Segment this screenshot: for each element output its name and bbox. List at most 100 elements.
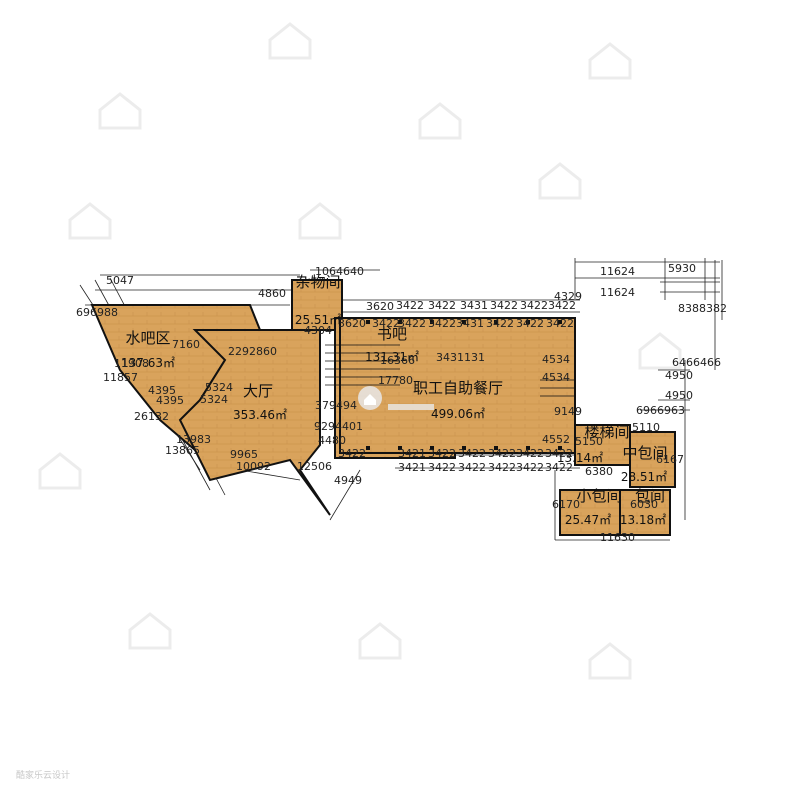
room-dining-floor — [339, 317, 576, 454]
dim-label: 11624 — [600, 286, 635, 299]
dim-label: 5324 — [200, 393, 228, 406]
house-logo-watermark-icon — [38, 452, 82, 490]
dim-label: 3422 — [396, 299, 424, 312]
dim-label: 6380 — [585, 465, 613, 478]
dim-label: 5324 — [205, 381, 233, 394]
house-logo-watermark-icon — [638, 332, 682, 370]
dim-label: 2292860 — [228, 345, 277, 358]
dim-label: 11857 — [103, 371, 138, 384]
dim-label: 4480 — [318, 434, 346, 447]
room-private-b-area: 25.47㎡ — [565, 513, 611, 527]
dim-label: 13983 — [176, 433, 211, 446]
dim-label: 4534 — [542, 371, 570, 384]
room-storage-area: 25.51㎡ — [295, 313, 341, 327]
dim-label: 16366 — [380, 354, 415, 367]
house-logo-watermark-icon — [538, 162, 582, 200]
dim-label: 4395 — [156, 394, 184, 407]
dim-label: 3620 — [366, 300, 394, 313]
dim-label: 11624 — [600, 265, 635, 278]
dim-label: 26132 — [134, 410, 169, 423]
dim-label: 6167 — [656, 453, 684, 466]
dim-label: 4552 — [542, 433, 570, 446]
room-storage-floor — [291, 279, 343, 331]
columns — [366, 320, 562, 450]
room-dining-name: 职工自助餐厅 — [413, 379, 503, 397]
room-private-b-name: 小包间 — [576, 487, 621, 505]
dim-label: 3422 — [516, 317, 544, 330]
room-stairs-floor — [574, 424, 631, 466]
room-water-bar-area: 137.63㎡ — [121, 356, 175, 370]
dim-label: 696988 — [76, 306, 118, 319]
kujiale-logo-icon — [358, 386, 434, 410]
dim-label: 3620 — [338, 317, 366, 330]
house-logo-watermark-icon — [268, 22, 312, 60]
dim-label: 4329 — [554, 290, 582, 303]
house-logo-watermark-icon — [68, 202, 112, 240]
house-logo-watermark-icon — [588, 42, 632, 80]
dim-label: 5930 — [668, 262, 696, 275]
dim-label: 3422 — [428, 447, 456, 460]
room-private-b-floor — [559, 489, 621, 536]
dim-label: 379494 — [315, 399, 357, 412]
floor-areas — [90, 279, 676, 536]
dim-label: 3422 — [458, 447, 486, 460]
dim-label: 3421 — [398, 447, 426, 460]
house-logo-watermark-icon — [588, 642, 632, 680]
room-private-c-name: 包间 — [635, 487, 665, 505]
room-book-bar-name: 书吧 — [377, 325, 407, 343]
dim-label: 11908 — [114, 357, 149, 370]
house-logo-watermark-icon — [298, 202, 342, 240]
dim-label: 3422 — [398, 317, 426, 330]
dim-label: 9294401 — [314, 420, 363, 433]
dim-label: 8388382 — [678, 302, 727, 315]
dim-label: 10092 — [236, 460, 271, 473]
dim-label: 9965 — [230, 448, 258, 461]
dim-label: 12506 — [297, 460, 332, 473]
house-logo-watermark-icon — [358, 622, 402, 660]
room-lobby-name: 大厅 — [243, 382, 273, 400]
dim-label: 3422 — [546, 317, 574, 330]
dim-label: 6966963 — [636, 404, 685, 417]
dim-label: 3421 — [398, 461, 426, 474]
room-water-bar-name: 水吧区 — [125, 329, 170, 347]
dim-label: 3422 — [428, 461, 456, 474]
room-lobby-area: 353.46㎡ — [233, 408, 287, 422]
dim-label: 3422 — [338, 447, 366, 460]
dim-label: 3422 — [516, 447, 544, 460]
house-logo-watermark-icon — [128, 612, 172, 650]
dim-label: 4395 — [148, 384, 176, 397]
watermark-layer — [38, 22, 682, 680]
dim-label: 3422 — [548, 299, 576, 312]
dim-label: 4949 — [334, 474, 362, 487]
dim-label: 7160 — [172, 338, 200, 351]
dim-label: 11630 — [600, 531, 635, 544]
dim-label: 3422 — [490, 299, 518, 312]
room-private-a-floor — [629, 431, 676, 488]
dimension-labels: 11624 5930 11624 8388382 6466466 4950 49… — [76, 262, 727, 544]
room-lobby-floor — [178, 329, 331, 516]
dim-label: 3431 — [456, 317, 484, 330]
room-stairs-area: 13.14㎡ — [557, 451, 603, 465]
house-logo-watermark-icon — [418, 102, 462, 140]
dim-label: 3431131 — [436, 351, 485, 364]
dim-label: 3422 — [516, 461, 544, 474]
room-dining-area: 499.06㎡ — [431, 407, 485, 421]
room-storage-name: 杂物间 — [295, 273, 340, 291]
dim-label: 4534 — [542, 353, 570, 366]
dim-label: 3422 — [545, 461, 573, 474]
dim-label: 6170 — [552, 498, 580, 511]
room-stairs-name: 楼梯间 — [584, 423, 629, 441]
dim-label: 3422 — [488, 461, 516, 474]
dim-label: 1064640 — [315, 265, 364, 278]
room-labels: 职工自助餐厅 499.06㎡ 大厅 353.46㎡ 水吧区 137.63㎡ 书吧… — [121, 273, 668, 527]
dim-label: 5150 — [575, 435, 603, 448]
dim-label: 3422 — [458, 461, 486, 474]
dim-label: 5047 — [106, 274, 134, 287]
room-private-a-area: 28.51㎡ — [621, 470, 667, 484]
room-private-a-name: 中包间 — [622, 444, 667, 462]
dim-label: 13865 — [165, 444, 200, 457]
dim-label: 3422 — [486, 317, 514, 330]
dim-label: 3422 — [372, 317, 400, 330]
